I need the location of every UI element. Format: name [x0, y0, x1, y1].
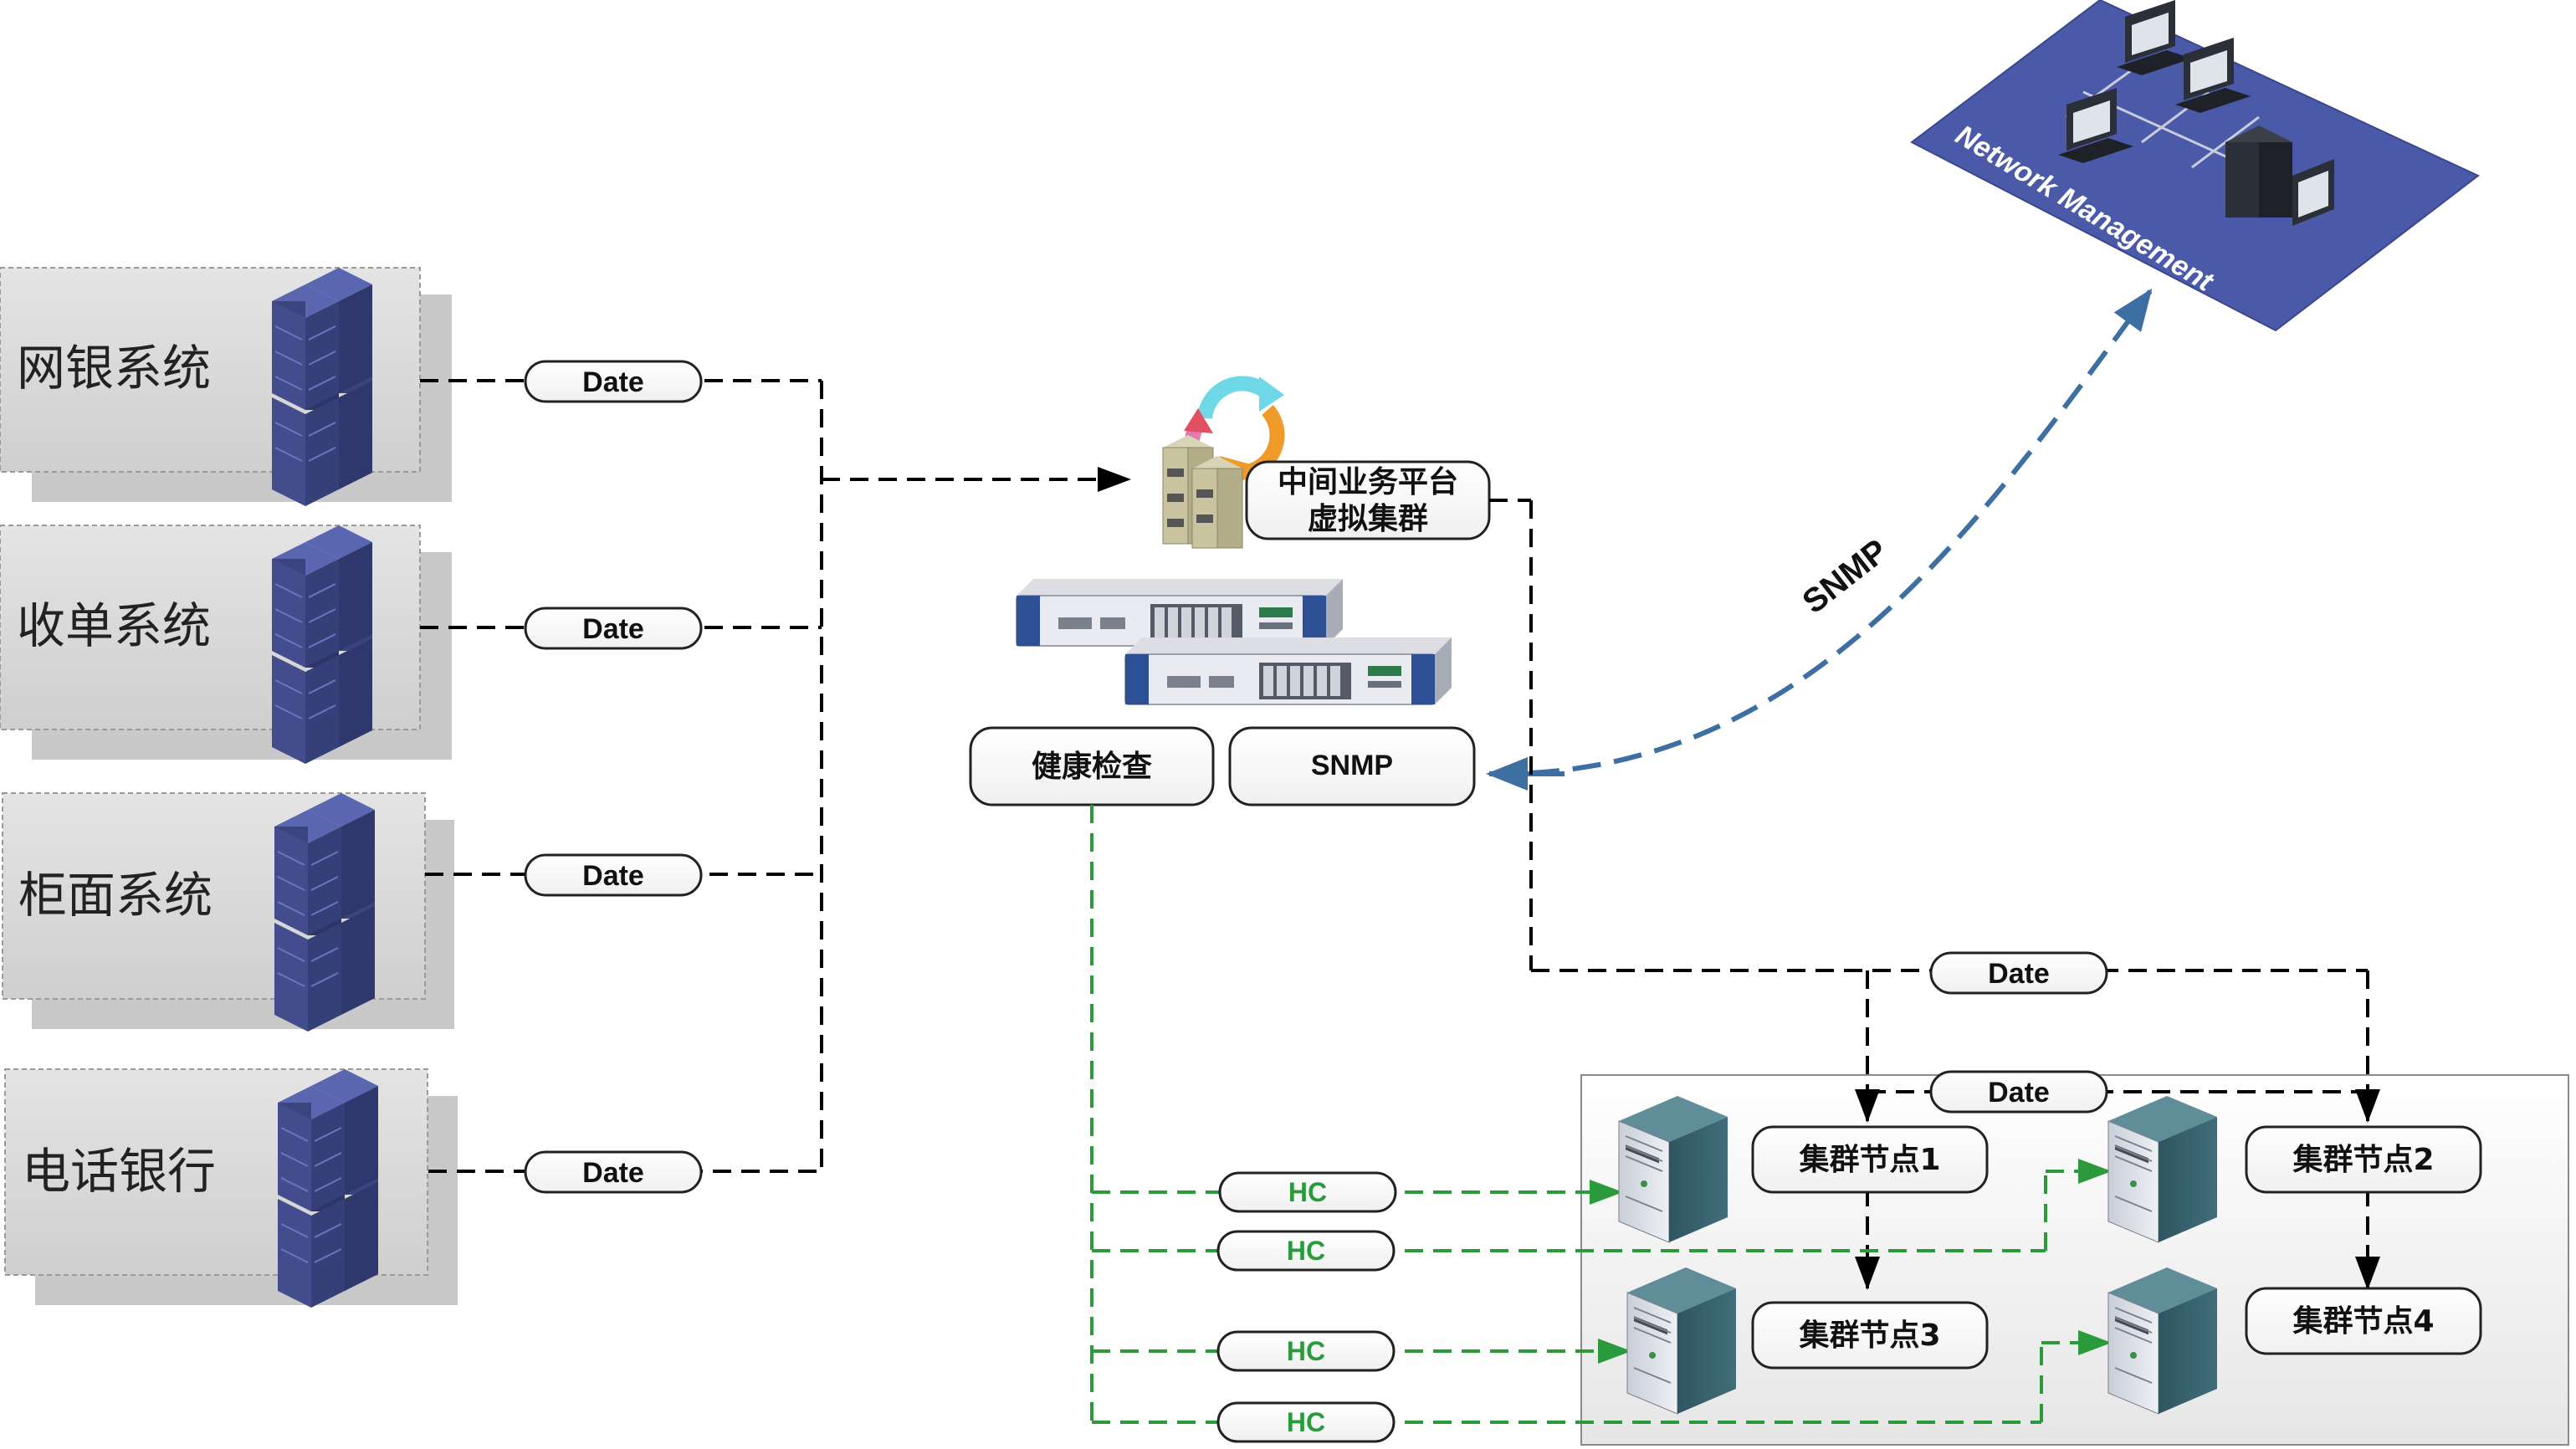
flow-pill: Date	[524, 853, 703, 897]
cluster-node-2: 集群节点2	[2245, 1125, 2482, 1194]
server-stack-icon	[271, 525, 373, 765]
tower-server-icon	[1626, 1267, 1737, 1415]
svg-text:集群节点3: 集群节点3	[1798, 1318, 1940, 1353]
snmp-arc	[1488, 288, 2153, 777]
network-management-panel: Network Management	[1910, 0, 2480, 332]
svg-text:集群节点2: 集群节点2	[2292, 1143, 2434, 1177]
hc-pill: HC	[1216, 1401, 1396, 1443]
cluster-flow-pills: Date Date	[1929, 951, 2108, 1114]
tower-server-icon	[2107, 1095, 2218, 1243]
svg-text:Date: Date	[1988, 1077, 2050, 1109]
flow-pill: Date	[524, 607, 703, 650]
flow-pill: Date	[524, 1150, 703, 1194]
cluster-node-4: 集群节点4	[2245, 1287, 2482, 1355]
system-label: 柜面系统	[18, 867, 213, 924]
server-stack-icon	[274, 792, 376, 1032]
source-system-wangyin: 网银系统	[0, 267, 452, 507]
svg-text:集群节点4: 集群节点4	[2292, 1304, 2434, 1339]
server-stack-icon	[271, 267, 373, 507]
flow-pill: Date	[524, 360, 703, 403]
system-label: 电话银行	[22, 1143, 216, 1200]
svg-text:HC: HC	[1287, 1336, 1325, 1366]
hc-pill: HC	[1216, 1330, 1396, 1372]
platform-icon	[1162, 376, 1285, 549]
hc-pills: HC HC HC HC	[1216, 1171, 1397, 1443]
source-system-guimian: 柜面系统	[2, 792, 454, 1032]
svg-text:HC: HC	[1287, 1236, 1325, 1266]
tower-server-icon	[1618, 1095, 1728, 1243]
flow-pill: Date	[1929, 951, 2108, 995]
svg-text:Date: Date	[582, 613, 644, 645]
cluster-data-lines	[1489, 499, 2380, 1290]
svg-text:Date: Date	[582, 366, 644, 398]
svg-text:Date: Date	[582, 1157, 644, 1189]
platform-label-box: 中间业务平台 虚拟集群	[1245, 460, 1491, 540]
svg-text:中间业务平台: 中间业务平台	[1278, 465, 1458, 499]
snmp-arc-label: SNMP	[1795, 532, 1894, 621]
source-system-shoudan: 收单系统	[0, 525, 452, 765]
tower-server-icon	[2107, 1267, 2218, 1415]
system-label: 收单系统	[17, 597, 211, 654]
hc-pill: HC	[1218, 1171, 1397, 1213]
source-system-dianhua: 电话银行	[4, 1068, 458, 1308]
svg-text:Date: Date	[582, 860, 644, 892]
svg-text:健康检查: 健康检查	[1032, 749, 1152, 784]
computer-icon	[2175, 38, 2251, 113]
source-flow-pills: Date Date Date Date	[524, 360, 703, 1194]
computer-icon	[2117, 0, 2192, 75]
load-balancer-appliance	[1124, 637, 1452, 705]
svg-text:SNMP: SNMP	[1311, 750, 1393, 781]
computer-icon	[2058, 88, 2133, 163]
svg-text:HC: HC	[1287, 1407, 1325, 1437]
svg-text:集群节点1: 集群节点1	[1798, 1143, 1940, 1177]
svg-text:HC: HC	[1288, 1177, 1327, 1207]
server-stack-icon	[277, 1068, 379, 1308]
hc-pill: HC	[1216, 1230, 1396, 1272]
snmp-box: SNMP	[1228, 726, 1476, 806]
svg-text:虚拟集群: 虚拟集群	[1308, 502, 1428, 536]
flow-pill: Date	[1929, 1070, 2108, 1114]
system-label: 网银系统	[17, 340, 211, 397]
cluster-node-1: 集群节点1	[1751, 1125, 1989, 1194]
computer-icon	[2225, 125, 2334, 226]
load-balancer-appliance	[1016, 578, 1344, 647]
cluster-node-3: 集群节点3	[1751, 1301, 1989, 1370]
health-check-box: 健康检查	[969, 726, 1215, 806]
svg-text:Date: Date	[1988, 958, 2050, 990]
